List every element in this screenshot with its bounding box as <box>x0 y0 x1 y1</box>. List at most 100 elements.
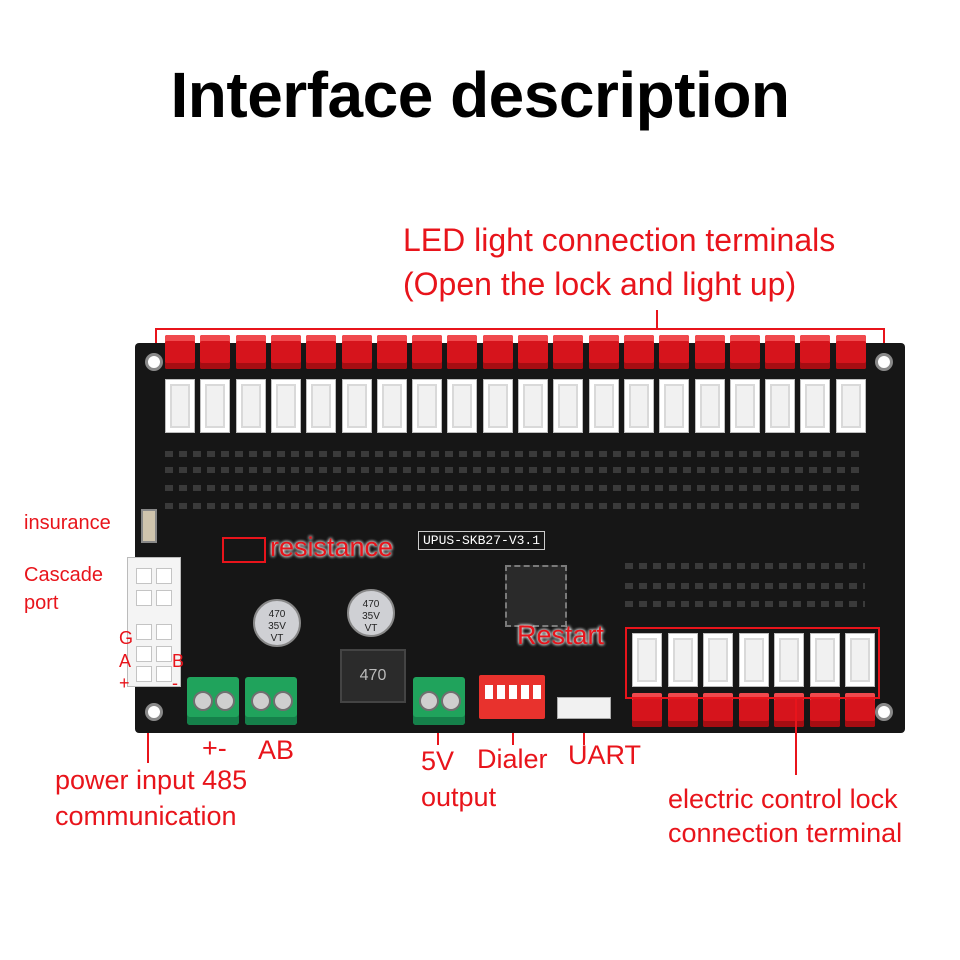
red-connector <box>482 335 513 369</box>
white-connector <box>835 379 866 433</box>
red-connector <box>835 335 866 369</box>
5v-output-sublabel: output <box>421 782 497 812</box>
red-connector <box>729 335 760 369</box>
restart-label: Restart <box>517 620 605 650</box>
white-connector <box>738 633 769 687</box>
dip-switch[interactable] <box>479 675 545 719</box>
uart-leader <box>583 733 585 745</box>
cascade-port-connector <box>127 557 181 687</box>
pin-b-label: B <box>172 651 185 671</box>
red-connector <box>165 335 195 369</box>
red-connector <box>588 335 619 369</box>
white-connector <box>623 379 654 433</box>
dip-toggle[interactable] <box>485 685 493 699</box>
capacitor: 470 35V VT <box>253 599 301 647</box>
component-row <box>625 563 865 569</box>
led-terminals-sublabel: (Open the lock and light up) <box>403 266 797 302</box>
white-connector <box>845 633 875 687</box>
dialer-label: Dialer <box>477 744 548 774</box>
white-connector <box>518 379 548 433</box>
white-connector <box>200 379 231 433</box>
pin-g-label: G <box>119 628 134 648</box>
white-connector <box>667 633 698 687</box>
component-row <box>165 485 865 491</box>
red-connector <box>270 335 301 369</box>
white-connector <box>588 379 619 433</box>
red-connector <box>235 335 266 369</box>
screw-icon <box>193 691 213 711</box>
capacitor: 470 35V VT <box>347 589 395 637</box>
uart-label: UART <box>568 740 642 770</box>
cascade-port-label: Cascade <box>24 564 103 586</box>
mount-hole <box>145 703 163 721</box>
pin-plus-label: + <box>119 673 130 693</box>
white-connector <box>800 379 831 433</box>
uart-connector <box>557 697 611 719</box>
led-terminals-label: LED light connection terminals <box>403 222 836 258</box>
controller-board: UPUS-SKB27-V3.1 470 35V VT 470 35V VT 47… <box>135 335 905 733</box>
white-connector <box>447 379 478 433</box>
dialer-leader <box>512 733 514 745</box>
capacitor-label: 470 35V VT <box>268 609 286 644</box>
white-connector <box>632 633 662 687</box>
insurance-label: insurance <box>24 512 111 534</box>
red-connector <box>200 335 231 369</box>
white-connector <box>703 633 733 687</box>
dip-toggle[interactable] <box>509 685 517 699</box>
power-input-label: power input 485 <box>55 765 248 795</box>
5v-output-terminal-block <box>413 677 465 725</box>
dip-toggle[interactable] <box>497 685 505 699</box>
red-connector <box>306 335 337 369</box>
white-connector <box>694 379 725 433</box>
red-connector <box>553 335 584 369</box>
pin-a-label: A <box>119 651 132 671</box>
output-leader <box>437 733 439 745</box>
red-connector <box>412 335 443 369</box>
white-connector <box>765 379 796 433</box>
white-connector <box>809 633 840 687</box>
pin-minus-label: - <box>172 673 178 693</box>
component-row <box>165 467 865 473</box>
led-terminals-leader <box>656 310 658 330</box>
red-connector <box>518 335 548 369</box>
rs485-terminal-block <box>245 677 297 725</box>
white-connector <box>553 379 584 433</box>
resistance-label: resistance <box>270 532 394 562</box>
screw-icon <box>441 691 461 711</box>
lock-terminals-label: electric control lock <box>668 784 898 814</box>
red-connector <box>376 335 407 369</box>
red-connector <box>765 335 796 369</box>
fuse <box>141 509 157 543</box>
red-connector <box>623 335 654 369</box>
screw-icon <box>251 691 271 711</box>
power-input-sublabel: communication <box>55 801 237 831</box>
power-terminal-block <box>187 677 239 725</box>
red-connector <box>694 335 725 369</box>
white-connector <box>659 379 690 433</box>
dip-toggle[interactable] <box>533 685 541 699</box>
power-polarity-label: +- <box>202 733 227 763</box>
board-version-label: UPUS-SKB27-V3.1 <box>418 531 546 550</box>
red-connector <box>659 335 690 369</box>
white-connector <box>729 379 760 433</box>
white-connector <box>235 379 266 433</box>
lock-terminals-highlight <box>625 627 880 699</box>
screw-icon <box>419 691 439 711</box>
mount-hole <box>875 353 893 371</box>
red-connector <box>341 335 372 369</box>
screw-icon <box>215 691 235 711</box>
lock-terminals-sublabel: connection terminal <box>668 818 903 848</box>
white-connector <box>376 379 407 433</box>
component-row <box>165 503 865 509</box>
dip-toggle[interactable] <box>521 685 529 699</box>
lock-terminals-leader <box>795 699 797 775</box>
mount-hole <box>875 703 893 721</box>
component-row <box>165 451 865 457</box>
microcontroller-chip <box>505 565 567 627</box>
power-leader <box>147 733 149 763</box>
white-connector <box>165 379 195 433</box>
red-connector <box>447 335 478 369</box>
white-connector <box>341 379 372 433</box>
component-row <box>625 601 865 607</box>
5v-output-label: 5V <box>421 746 455 776</box>
